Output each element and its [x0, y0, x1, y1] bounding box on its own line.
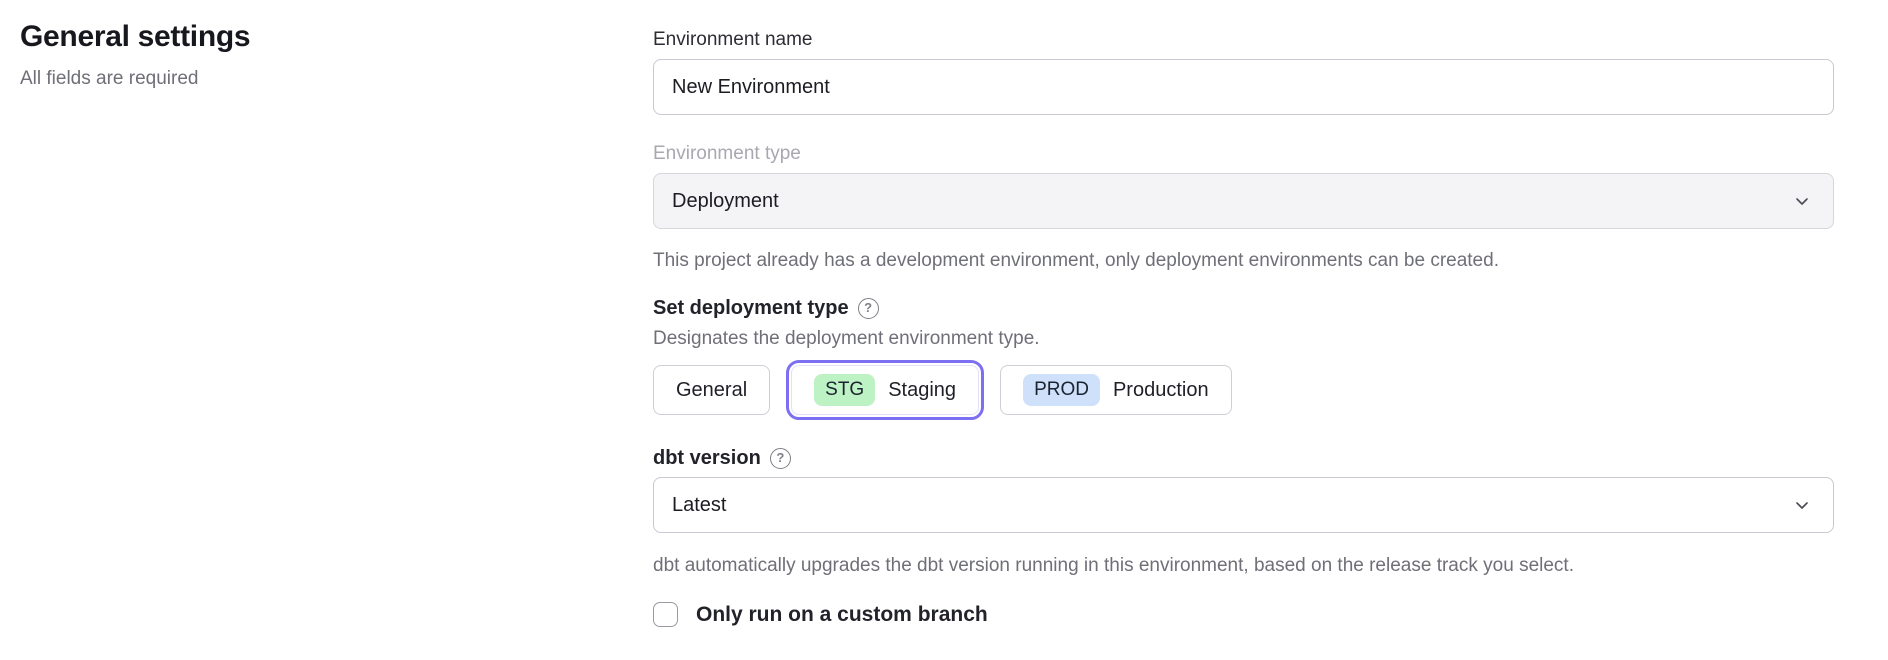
page-title: General settings [20, 20, 251, 53]
dbt-version-helper: dbt automatically upgrades the dbt versi… [653, 555, 1574, 576]
dbt-version-select[interactable]: Latest [653, 477, 1834, 533]
help-icon[interactable]: ? [769, 447, 791, 469]
dbt-version-value: Latest [672, 493, 727, 516]
page-subtitle: All fields are required [20, 68, 199, 89]
deployment-type-helper: Designates the deployment environment ty… [653, 328, 1040, 349]
dbt-version-heading: dbt version ? [653, 446, 1834, 470]
environment-name-label: Environment name [653, 29, 813, 50]
section-intro: General settings All fields are required [0, 18, 653, 627]
deployment-type-staging-label: Staging [888, 378, 957, 401]
environment-type-value: Deployment [672, 189, 779, 212]
deployment-type-general-label: General [676, 378, 748, 401]
deployment-type-options: General STG Staging PROD Production [653, 360, 1834, 420]
deployment-type-production-label: Production [1112, 378, 1209, 401]
production-badge: PROD [1023, 374, 1100, 406]
settings-form: Environment name New Environment Environ… [653, 18, 1834, 627]
deployment-type-heading-text: Set deployment type [653, 297, 849, 319]
help-icon[interactable]: ? [857, 297, 879, 319]
custom-branch-label: Only run on a custom branch [696, 602, 988, 626]
dbt-version-heading-text: dbt version [653, 447, 761, 469]
deployment-type-general-button[interactable]: General [653, 365, 771, 415]
environment-type-select: Deployment [653, 173, 1834, 229]
deployment-type-heading: Set deployment type ? [653, 296, 1834, 320]
environment-name-input[interactable]: New Environment [653, 59, 1834, 115]
environment-settings-page: General settings All fields are required… [0, 18, 1834, 627]
chevron-down-icon [1793, 192, 1811, 210]
environment-name-value: New Environment [672, 75, 830, 98]
custom-branch-row: Only run on a custom branch [653, 602, 1834, 627]
chevron-down-icon [1793, 496, 1811, 514]
custom-branch-checkbox[interactable] [653, 602, 678, 627]
environment-type-helper: This project already has a development e… [653, 250, 1499, 271]
staging-badge: STG [814, 374, 876, 406]
environment-type-label: Environment type [653, 143, 801, 164]
deployment-type-staging-button[interactable]: STG Staging [786, 360, 985, 420]
deployment-type-production-button[interactable]: PROD Production [1000, 365, 1232, 415]
